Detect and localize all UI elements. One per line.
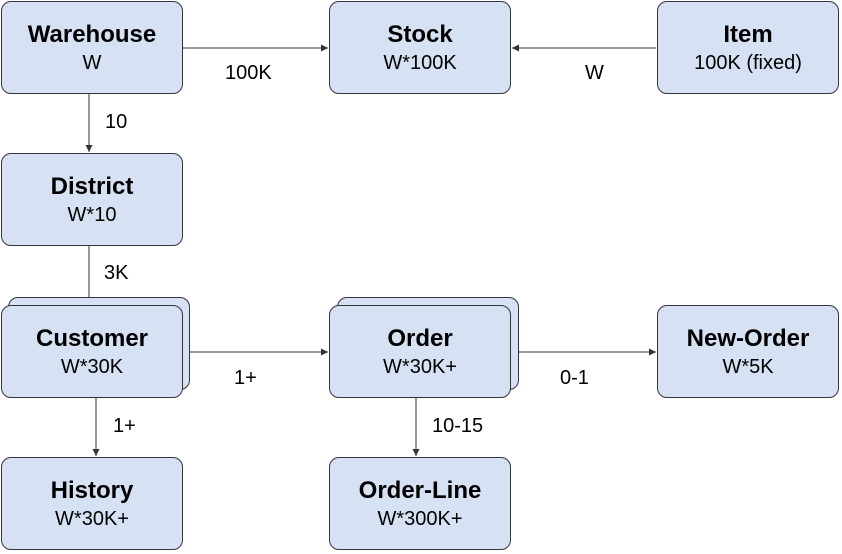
entity-cardinality: W*30K+: [383, 356, 457, 378]
entity-title: History: [50, 477, 134, 504]
entity-title: Order-Line: [358, 477, 482, 504]
entity-new-order: New-Order W*5K: [657, 305, 839, 398]
entity-title: Customer: [35, 325, 149, 352]
label-order-order-line: 10-15: [432, 415, 484, 437]
label-customer-history: 1+: [113, 415, 136, 437]
entity-cardinality: W*5K: [722, 356, 774, 378]
entity-title: Warehouse: [27, 21, 157, 48]
entity-cardinality: 100K (fixed): [694, 52, 802, 74]
entity-order-line: Order-Line W*300K+: [329, 457, 511, 550]
entity-cardinality: W*30K+: [55, 508, 129, 530]
entity-title: Order: [387, 325, 453, 352]
label-customer-order: 1+: [234, 367, 257, 389]
label-district-customer: 3K: [104, 262, 129, 284]
label-item-stock: W: [585, 62, 604, 84]
entity-title: Item: [723, 21, 773, 48]
entity-history: History W*30K+: [1, 457, 183, 550]
entity-title: Stock: [387, 21, 453, 48]
entity-customer: Customer W*30K: [1, 305, 183, 398]
entity-cardinality: W*10: [67, 204, 117, 226]
label-warehouse-stock: 100K: [225, 62, 272, 84]
entity-stock: Stock W*100K: [329, 1, 511, 94]
entity-order: Order W*30K+: [329, 305, 511, 398]
entity-title: New-Order: [686, 325, 810, 352]
entity-cardinality: W: [82, 52, 102, 74]
entity-cardinality: W*100K: [383, 52, 457, 74]
entity-item: Item 100K (fixed): [657, 1, 839, 94]
entity-district: District W*10: [1, 153, 183, 246]
label-order-new-order: 0-1: [560, 367, 589, 389]
entity-title: District: [50, 173, 134, 200]
label-warehouse-district: 10: [105, 111, 128, 133]
entity-cardinality: W*300K+: [377, 508, 463, 530]
entity-cardinality: W*30K: [60, 356, 124, 378]
entity-warehouse: Warehouse W: [1, 1, 183, 94]
